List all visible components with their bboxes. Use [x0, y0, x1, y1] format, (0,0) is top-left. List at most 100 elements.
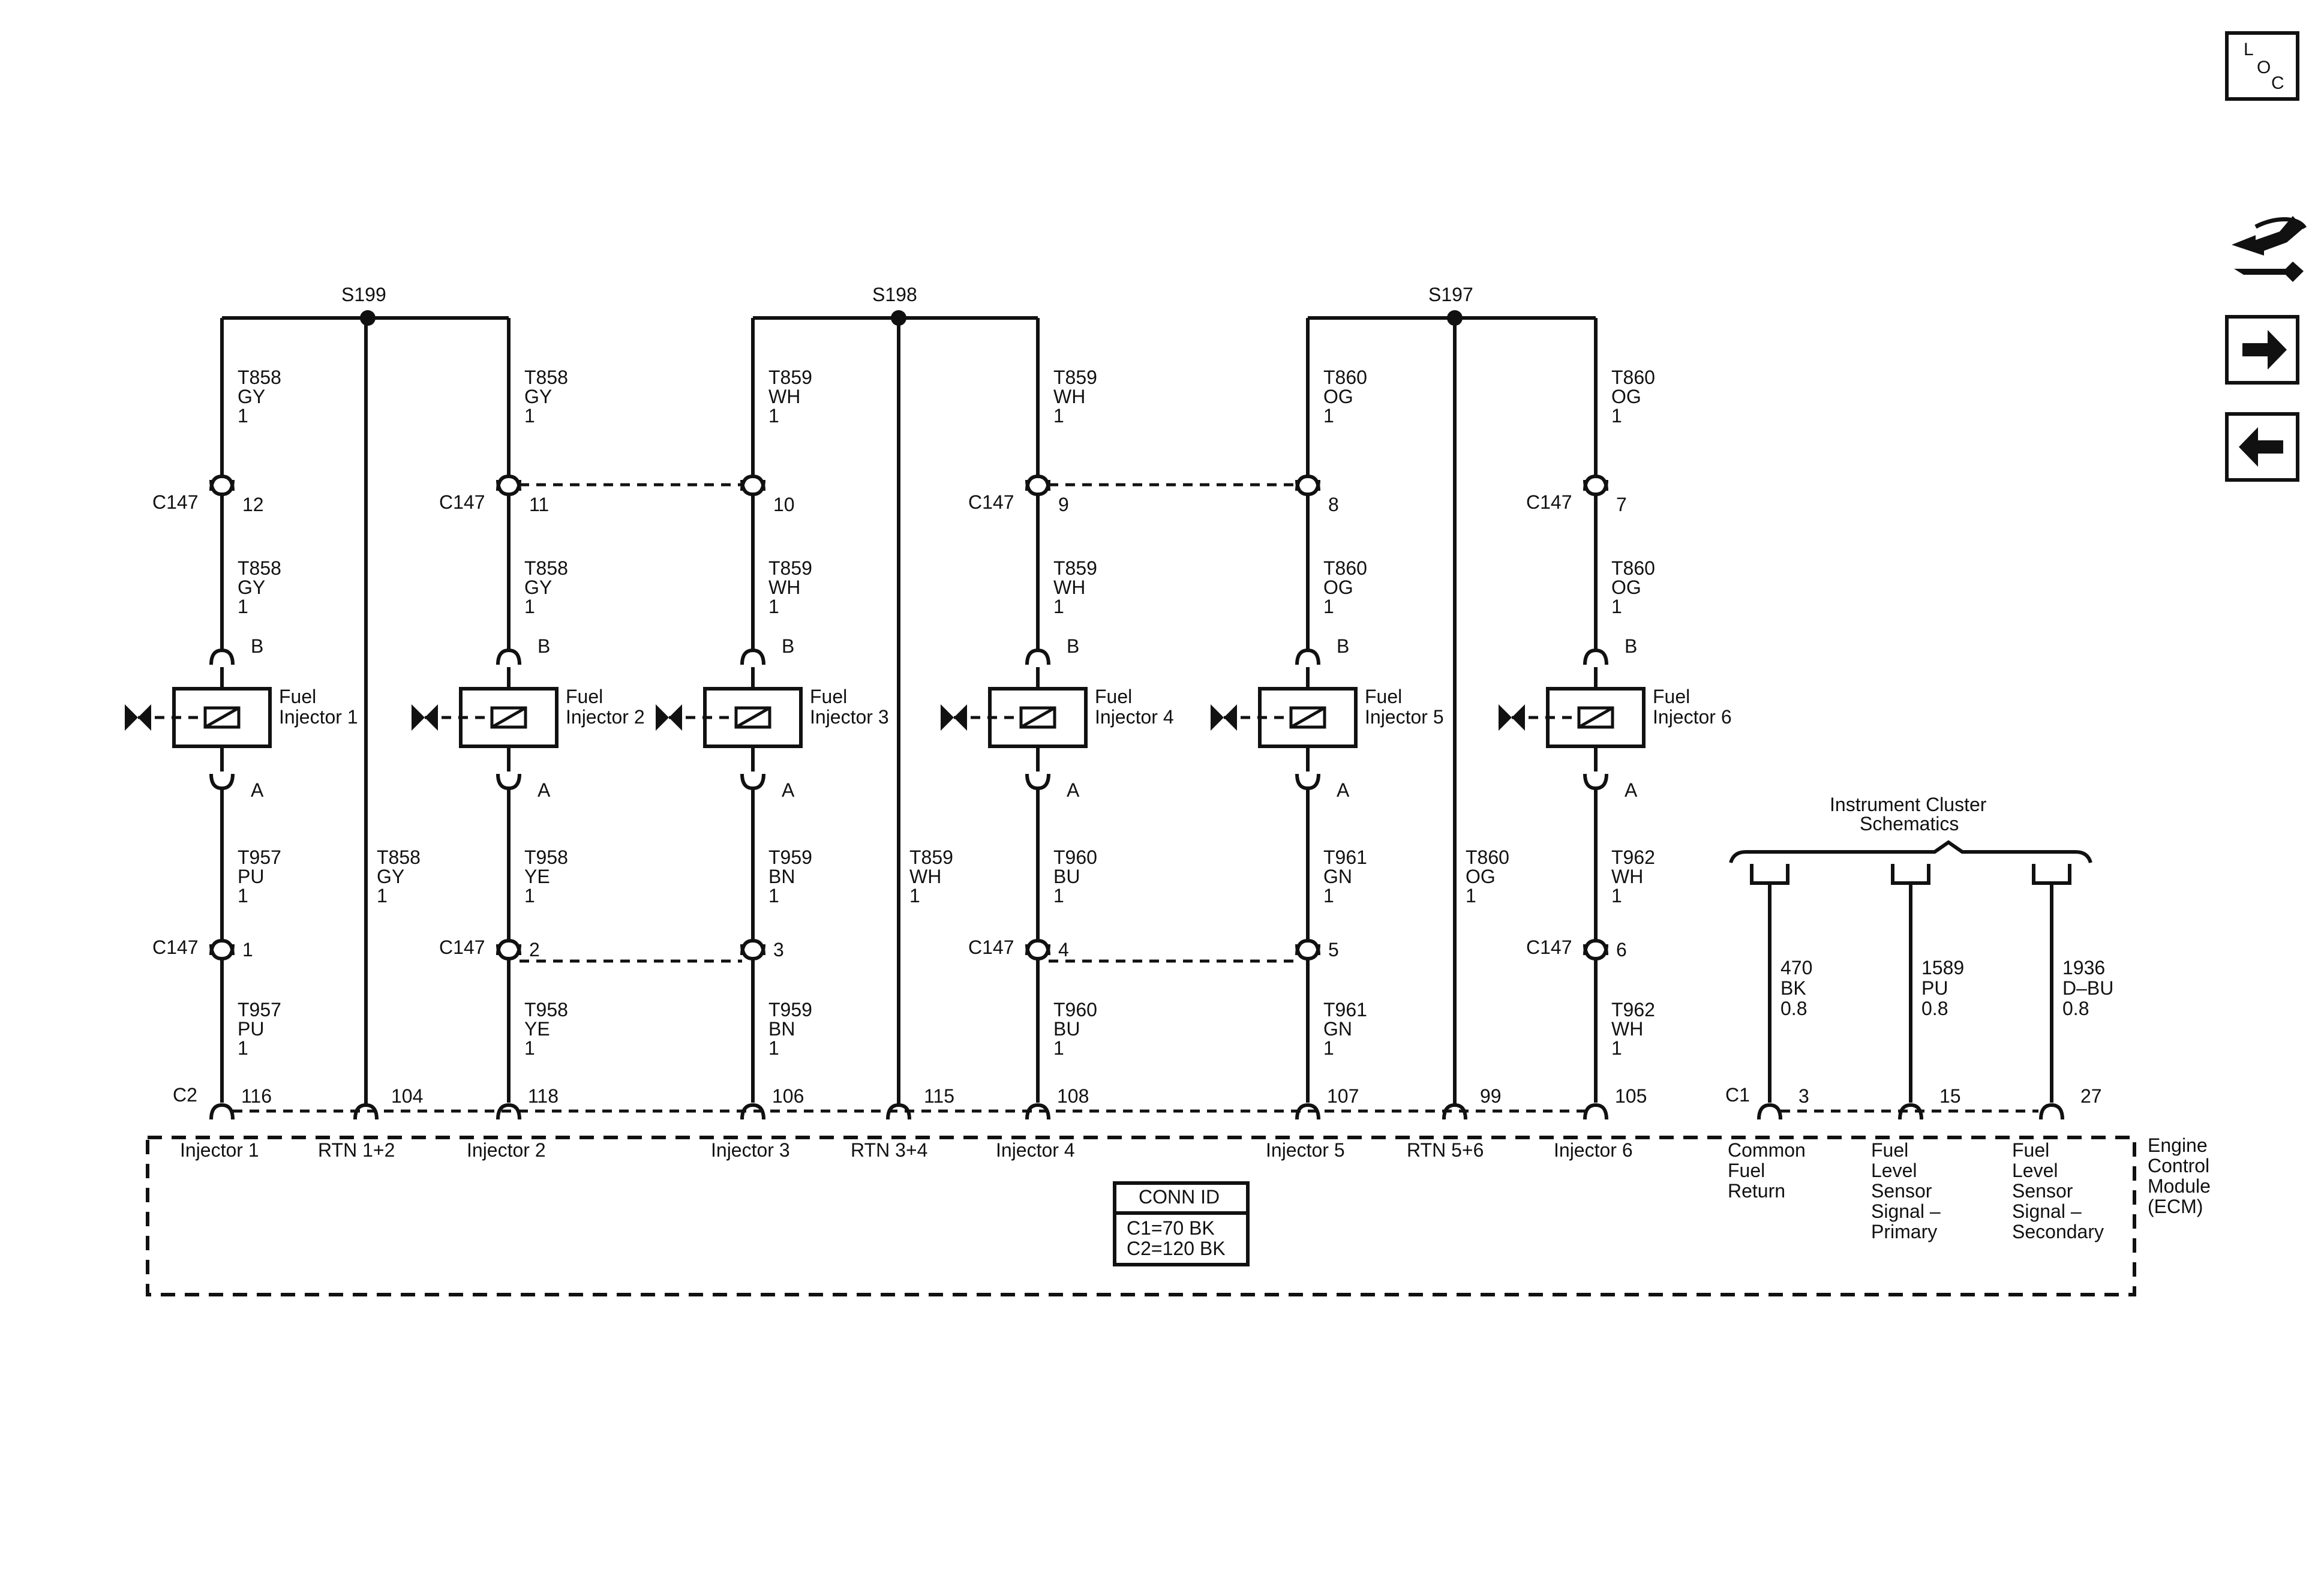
arrow-left-icon[interactable]: [2225, 412, 2299, 482]
solenoid-coil: [490, 706, 527, 729]
connector-label: C147: [152, 936, 199, 958]
wire-code: PU: [1921, 977, 1948, 999]
wire-code: 1: [1466, 885, 1476, 906]
wire-code: T958: [524, 846, 568, 868]
wire-code: 1: [1611, 596, 1622, 617]
ecm-name: Module: [2148, 1175, 2211, 1197]
c147-pin: 8: [1328, 494, 1339, 515]
c147-terminal: [209, 944, 235, 961]
connector-label: C147: [439, 491, 485, 513]
ecm-pin-label: Return: [1728, 1180, 1785, 1202]
connector-label: C147: [968, 491, 1014, 513]
c147-terminal: [1583, 944, 1608, 961]
solenoid-diagonal: [1020, 706, 1056, 729]
wire-code: T858: [238, 367, 281, 388]
pin-letter: B: [538, 635, 550, 657]
ecm-pin-number: 3: [1798, 1085, 1809, 1107]
conn-id-line: C1=70 BK: [1127, 1217, 1215, 1239]
wire-code: T860: [1323, 367, 1367, 388]
c147-pin: 3: [773, 939, 784, 960]
pin-letter: B: [1625, 635, 1637, 657]
wire-code: YE: [524, 866, 550, 887]
wire-code: OG: [1323, 577, 1353, 598]
ecm-name: Engine: [2148, 1134, 2208, 1156]
loc-icon[interactable]: L O C: [2225, 31, 2299, 101]
ecm-pin-label: Signal –: [2012, 1200, 2082, 1222]
injector-terminal-a: [496, 773, 521, 791]
valve-symbol-icon: [412, 704, 438, 731]
wire-code: 1: [768, 885, 779, 906]
loc-letter-o: O: [2257, 58, 2271, 77]
pin-letter: A: [1625, 779, 1638, 801]
ecm-terminal: [1757, 1103, 1782, 1120]
wire-code: 1: [768, 405, 779, 427]
c147-terminal: [496, 944, 521, 961]
ecm-terminal: [1898, 1103, 1923, 1120]
wire-code: T958: [524, 999, 568, 1020]
c147-pin: 7: [1616, 494, 1627, 515]
solenoid-coil: [734, 706, 771, 729]
c147-pin: 5: [1328, 939, 1339, 960]
wire-code: T860: [1323, 557, 1367, 579]
injector-terminal-a: [1295, 773, 1320, 791]
wire-code: T860: [1611, 367, 1655, 388]
solenoid-diagonal: [1290, 706, 1326, 729]
solenoid-diagonal: [204, 706, 240, 729]
conn-id-title: CONN ID: [1139, 1186, 1220, 1208]
c147-terminal: [496, 479, 521, 497]
solenoid-coil: [203, 706, 241, 729]
ecm-terminal: [740, 1103, 765, 1120]
wire-code: 1: [524, 405, 535, 427]
wire-code: T961: [1323, 999, 1367, 1020]
valve-symbol-icon: [656, 704, 682, 731]
injector-terminal-b: [1295, 648, 1320, 665]
c147-pin: 10: [773, 494, 795, 515]
pin-letter: B: [1337, 635, 1349, 657]
wire-code: 1589: [1921, 957, 1964, 978]
wire-code: 0.8: [1921, 998, 1948, 1019]
cluster-title: Instrument Cluster: [1830, 794, 1987, 815]
wire-code: T959: [768, 999, 812, 1020]
ecm-pin-number: 106: [772, 1085, 804, 1107]
ecm-pin-label: Injector 2: [467, 1139, 546, 1161]
wire-code: PU: [238, 866, 264, 887]
wire-code: WH: [1611, 866, 1643, 887]
wire-code: WH: [768, 577, 800, 598]
ecm-pin-number: 27: [2080, 1085, 2102, 1107]
ecm-pin-label: Common: [1728, 1139, 1806, 1161]
c147-terminal: [1583, 479, 1608, 497]
connector-label: C147: [968, 936, 1014, 958]
wire-code: T858: [524, 557, 568, 579]
ecm-pin-label: Sensor: [1871, 1180, 1932, 1202]
wire-code: GY: [524, 577, 552, 598]
wire-code: 1: [1611, 405, 1622, 427]
connector-label: C147: [1526, 936, 1572, 958]
injector-label: Injector 3: [810, 706, 889, 728]
injector-label: Fuel: [566, 686, 603, 707]
c147-terminal: [1295, 944, 1320, 961]
fuel-injector: [656, 687, 803, 748]
wire-code: 1: [1323, 885, 1334, 906]
fuel-injector: [125, 687, 272, 748]
ecm-pin-label: RTN 1+2: [318, 1139, 395, 1161]
pin-letter: B: [251, 635, 263, 657]
wire-code: 1: [524, 1037, 535, 1059]
c147-pin: 9: [1058, 494, 1069, 515]
conn-id-line: C2=120 BK: [1127, 1238, 1226, 1259]
wire-code: 1: [768, 596, 779, 617]
pin-letter: A: [782, 779, 795, 801]
tools-icon[interactable]: [2232, 216, 2307, 282]
ecm-pin-label: Fuel: [2012, 1139, 2049, 1161]
arrow-right-icon[interactable]: [2225, 315, 2299, 385]
injector-label: Injector 2: [566, 706, 645, 728]
wire-code: 1: [1053, 1037, 1064, 1059]
ecm-pin-number: 116: [241, 1085, 272, 1107]
pin-letter: A: [251, 779, 264, 801]
c147-terminal: [209, 479, 235, 497]
wire-code: T859: [1053, 557, 1097, 579]
wire-code: T957: [238, 846, 281, 868]
wire-code: BN: [768, 866, 795, 887]
wire-code: T961: [1323, 846, 1367, 868]
